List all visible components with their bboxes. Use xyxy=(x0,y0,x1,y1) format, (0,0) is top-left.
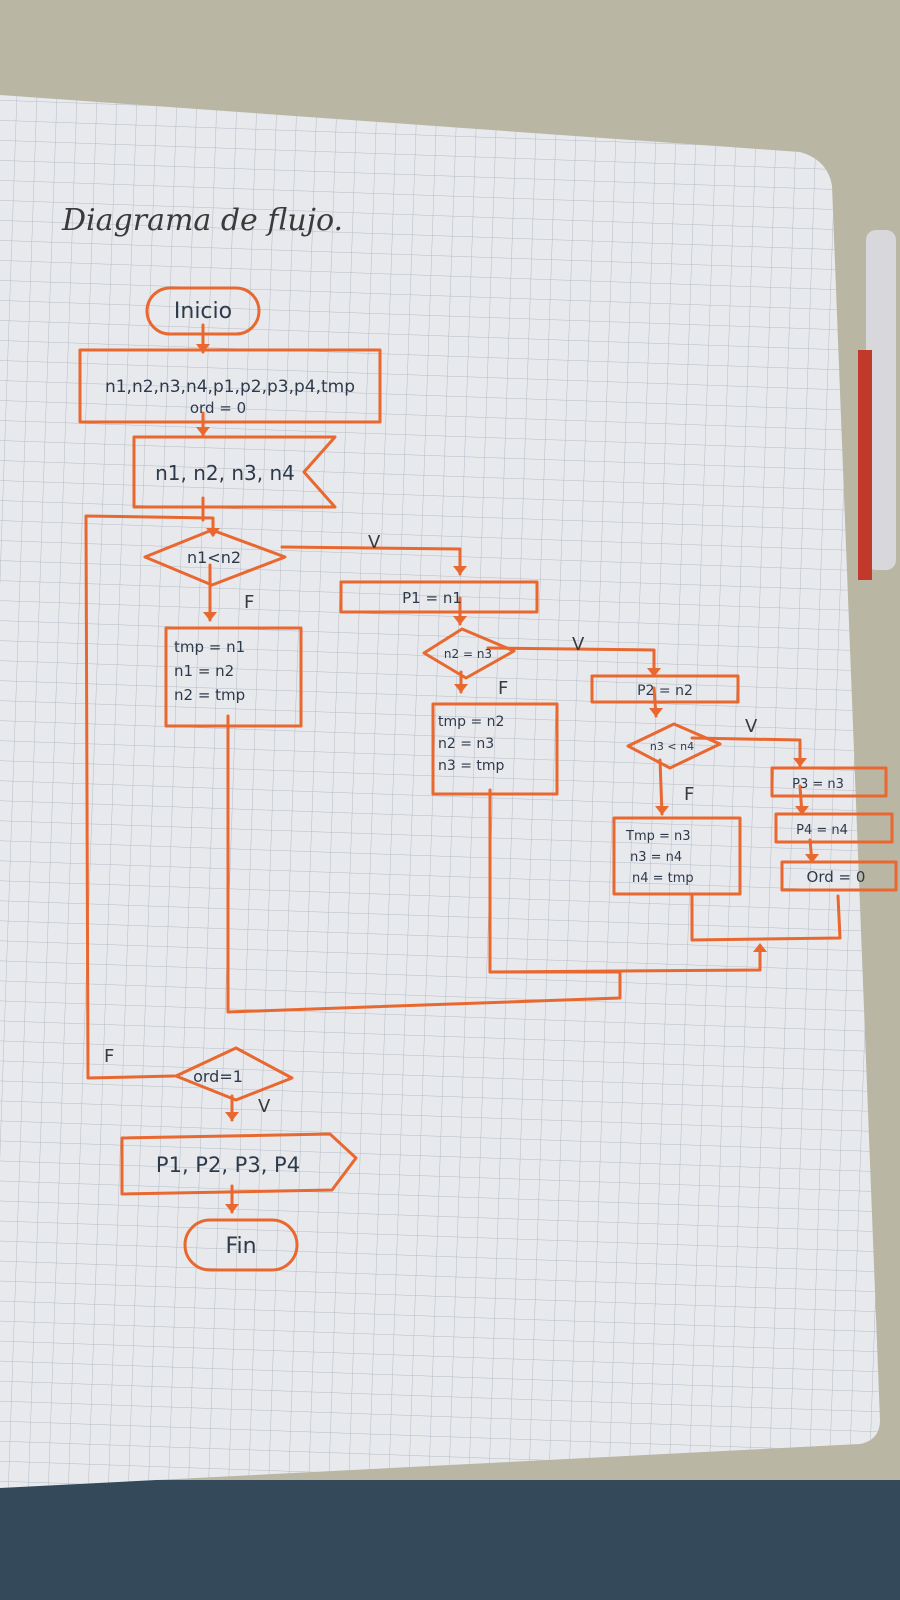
output-label: P1, P2, P3, P4 xyxy=(156,1153,300,1177)
end-terminal xyxy=(183,1218,299,1272)
swap2-line3: n3 = tmp xyxy=(438,758,505,774)
declare-line2: ord = 0 xyxy=(190,399,246,417)
swap3-line3: n4 = tmp xyxy=(632,871,694,886)
cond-n3-n4-label: n3 < n4 xyxy=(650,740,694,753)
assign-ord-label: Ord = 0 xyxy=(807,868,866,886)
swap1-line1: tmp = n1 xyxy=(174,638,245,656)
end-label: Fin xyxy=(225,1234,256,1259)
assign-p4-box xyxy=(774,812,894,844)
branch-f-loop: F xyxy=(104,1046,114,1067)
pen-image xyxy=(858,230,896,580)
swap1-line3: n2 = tmp xyxy=(174,686,245,704)
swap3-box xyxy=(612,816,742,896)
assign-p1-label: P1 = n1 xyxy=(402,589,462,607)
output-shape xyxy=(120,1132,358,1196)
swap1-line2: n1 = n2 xyxy=(174,662,234,680)
branch-v2: V xyxy=(572,634,585,655)
assign-p1-box xyxy=(339,580,539,614)
start-label: Inicio xyxy=(174,299,232,324)
assign-p2-box xyxy=(590,674,740,704)
decision-n1-n2 xyxy=(143,528,287,587)
declare-line1: n1,n2,n3,n4,p1,p2,p3,p4,tmp xyxy=(105,377,355,397)
decision-n3-n4 xyxy=(626,722,722,770)
swap2-box xyxy=(431,702,559,796)
assign-p4-label: P4 = n4 xyxy=(796,823,848,838)
swap1-box xyxy=(164,626,303,728)
assign-ord-box xyxy=(780,860,898,892)
cond-ord-label: ord=1 xyxy=(193,1067,243,1086)
decision-n2-n3 xyxy=(422,627,516,680)
branch-v3: V xyxy=(745,716,758,737)
branch-v1: V xyxy=(368,532,381,553)
branch-v-out: V xyxy=(258,1096,271,1117)
swap3-line2: n3 = n4 xyxy=(630,850,682,865)
start-terminal xyxy=(145,286,261,336)
branch-f2: F xyxy=(498,678,508,699)
paper-sheet xyxy=(0,95,880,1488)
declaration-box xyxy=(78,348,382,424)
assign-p3-label: P3 = n3 xyxy=(792,777,844,792)
page-title: Diagrama de flujo. xyxy=(61,203,343,238)
assign-p2-label: P2 = n2 xyxy=(637,683,693,699)
input-shape xyxy=(132,435,337,509)
cond-n1-n2-label: n1<n2 xyxy=(187,548,241,567)
swap2-line2: n2 = n3 xyxy=(438,736,494,752)
branch-f1: F xyxy=(244,592,254,613)
decision-ord xyxy=(174,1046,294,1102)
swap2-line1: tmp = n2 xyxy=(438,714,504,730)
branch-f3: F xyxy=(684,784,694,805)
arrow-heads xyxy=(196,344,819,1213)
assign-p3-box xyxy=(770,766,888,798)
flow-connectors xyxy=(84,323,842,1214)
input-label: n1, n2, n3, n4 xyxy=(155,461,295,485)
cond-n2-n3-label: n2 = n3 xyxy=(444,647,492,661)
swap3-line1: Tmp = n3 xyxy=(625,829,691,844)
